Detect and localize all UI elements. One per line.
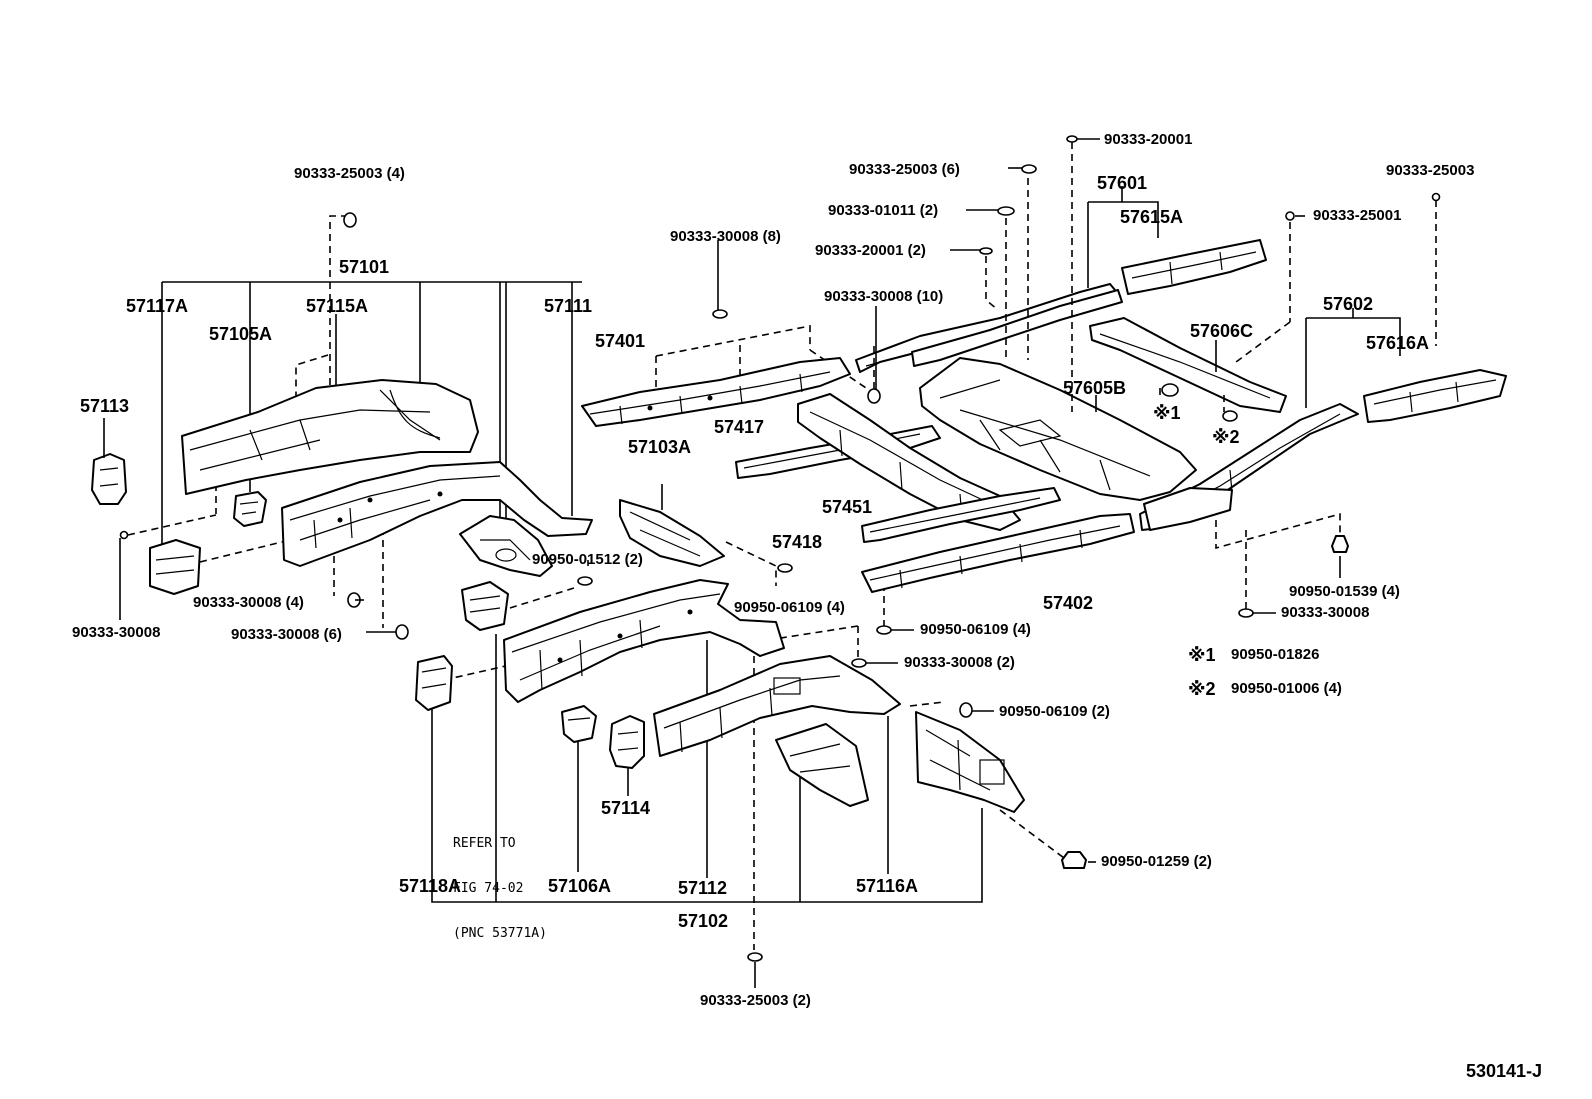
fastener-label-90333-25003-4: 90333-25003 (4)	[294, 165, 405, 182]
footnote-1-part: 90950-01826	[1231, 646, 1320, 663]
fastener-leader-lines	[119, 138, 1341, 988]
bracket-57103A	[619, 499, 725, 567]
fastener-label-90333-30008-10: 90333-30008 (10)	[824, 288, 944, 305]
label-57402: 57402	[1043, 593, 1094, 613]
label-57111: 57111	[544, 296, 593, 316]
label-57601: 57601	[1097, 173, 1148, 193]
fastener-label-90950-06109-2: 90950-06109 (2)	[999, 703, 1110, 720]
upper-rail-57601	[855, 283, 1123, 373]
label-57105A: 57105A	[209, 324, 273, 344]
side-rail-57402	[861, 513, 1135, 593]
fastener-label-90950-01512-2: 90950-01512 (2)	[532, 551, 643, 568]
fastener-markers	[119, 135, 1441, 962]
bracket-lines-57102	[431, 484, 983, 903]
cross-member-57451	[797, 393, 1021, 531]
floor-support-left	[775, 723, 869, 807]
bracket-lines-57101	[161, 281, 582, 552]
rear-dashed-guides	[873, 142, 1437, 610]
label-57417: 57417	[714, 417, 765, 437]
label-57615A: 57615A	[1120, 207, 1184, 227]
cross-member-57418	[861, 487, 1061, 543]
label-57101: 57101	[339, 257, 390, 277]
fastener-label-90333-30008-8: 90333-30008 (8)	[670, 228, 781, 245]
label-57418: 57418	[772, 532, 823, 552]
fastener-label-90333-20001: 90333-20001	[1104, 131, 1193, 148]
bracket-57117A	[149, 539, 201, 595]
front-lower-rail-57116A	[653, 655, 901, 757]
label-57401: 57401	[595, 331, 646, 351]
label-mark-1: ※1	[1153, 403, 1181, 423]
label-57116A: 57116A	[856, 876, 919, 896]
refer-note: REFER TO FIG 74-02 (PNC 53771A)	[453, 806, 547, 971]
fastener-label-90950-06109-4-center: 90950-06109 (4)	[734, 599, 845, 616]
gusset-57114	[609, 715, 645, 796]
bracket-57106A	[561, 705, 597, 743]
label-57103A: 57103A	[628, 437, 692, 457]
fastener-label-90950-06109-4-lower: 90950-06109 (4)	[920, 621, 1031, 638]
footnote-1-mark: ※1	[1188, 645, 1216, 665]
rear-floor-pan-57605B	[919, 357, 1197, 501]
footnote-2-mark: ※2	[1188, 679, 1216, 699]
fastener-label-90333-30008-4: 90333-30008 (4)	[193, 594, 304, 611]
rail-extension-57615A	[1121, 239, 1267, 295]
fastener-label-90333-25003-2: 90333-25003 (2)	[700, 992, 811, 1009]
bracket-57105A	[233, 491, 267, 527]
label-57106A: 57106A	[548, 876, 612, 896]
bracket-57118A	[415, 655, 453, 711]
label-57616A: 57616A	[1366, 333, 1430, 353]
inner-front-frame-57115A	[181, 379, 479, 495]
rear-bracket-lines	[1087, 186, 1401, 412]
label-57102: 57102	[678, 911, 729, 931]
label-57606C: 57606C	[1190, 321, 1254, 341]
label-57451: 57451	[822, 497, 873, 517]
label-57602: 57602	[1323, 294, 1374, 314]
fastener-label-90333-30008-right: 90333-30008	[1281, 604, 1370, 621]
label-57115A: 57115A	[306, 296, 369, 316]
footnote-2-part: 90950-01006 (4)	[1231, 680, 1342, 697]
refer-note-line-3: (PNC 53771A)	[453, 926, 547, 941]
cross-member-57606C	[1089, 317, 1287, 413]
side-rail-57401	[581, 357, 851, 427]
fastener-label-90333-01011-2: 90333-01011 (2)	[828, 202, 939, 219]
front-frame-rail-57111	[281, 461, 593, 567]
fastener-label-90333-25003-6: 90333-25003 (6)	[849, 161, 960, 178]
label-57605B: 57605B	[1063, 378, 1127, 398]
shock-tower-piece	[459, 515, 553, 577]
label-57112: 57112	[678, 878, 728, 898]
fastener-label-90950-01259-2: 90950-01259 (2)	[1101, 853, 1212, 870]
label-57114: 57114	[601, 798, 651, 818]
refer-note-line-1: REFER TO	[453, 836, 516, 851]
fastener-label-90333-30008-left: 90333-30008	[72, 624, 161, 641]
fastener-label-90333-20001-2: 90333-20001 (2)	[815, 242, 926, 259]
rear-rail-57602	[1139, 403, 1359, 531]
label-57117A: 57117A	[126, 296, 189, 316]
fastener-label-90333-30008-6: 90333-30008 (6)	[231, 626, 342, 643]
floor-support-right	[915, 711, 1025, 813]
fastener-label-90333-30008-2: 90333-30008 (2)	[904, 654, 1015, 671]
refer-note-line-2: FIG 74-02	[453, 881, 524, 896]
label-57113: 57113	[80, 396, 130, 416]
rail-extension-57616A	[1363, 369, 1507, 423]
main-front-frame-57112	[503, 579, 785, 703]
label-57118A: 57118A	[399, 876, 462, 896]
fastener-label-90950-01539-4: 90950-01539 (4)	[1289, 583, 1400, 600]
label-mark-2: ※2	[1212, 427, 1240, 447]
fastener-label-90333-25003-right: 90333-25003	[1386, 162, 1475, 179]
fastener-label-90333-25001: 90333-25001	[1313, 207, 1402, 224]
figure-code: 530141-J	[1466, 1061, 1543, 1081]
gusset-57113	[91, 418, 127, 505]
bracket-57106A-left	[461, 581, 509, 631]
